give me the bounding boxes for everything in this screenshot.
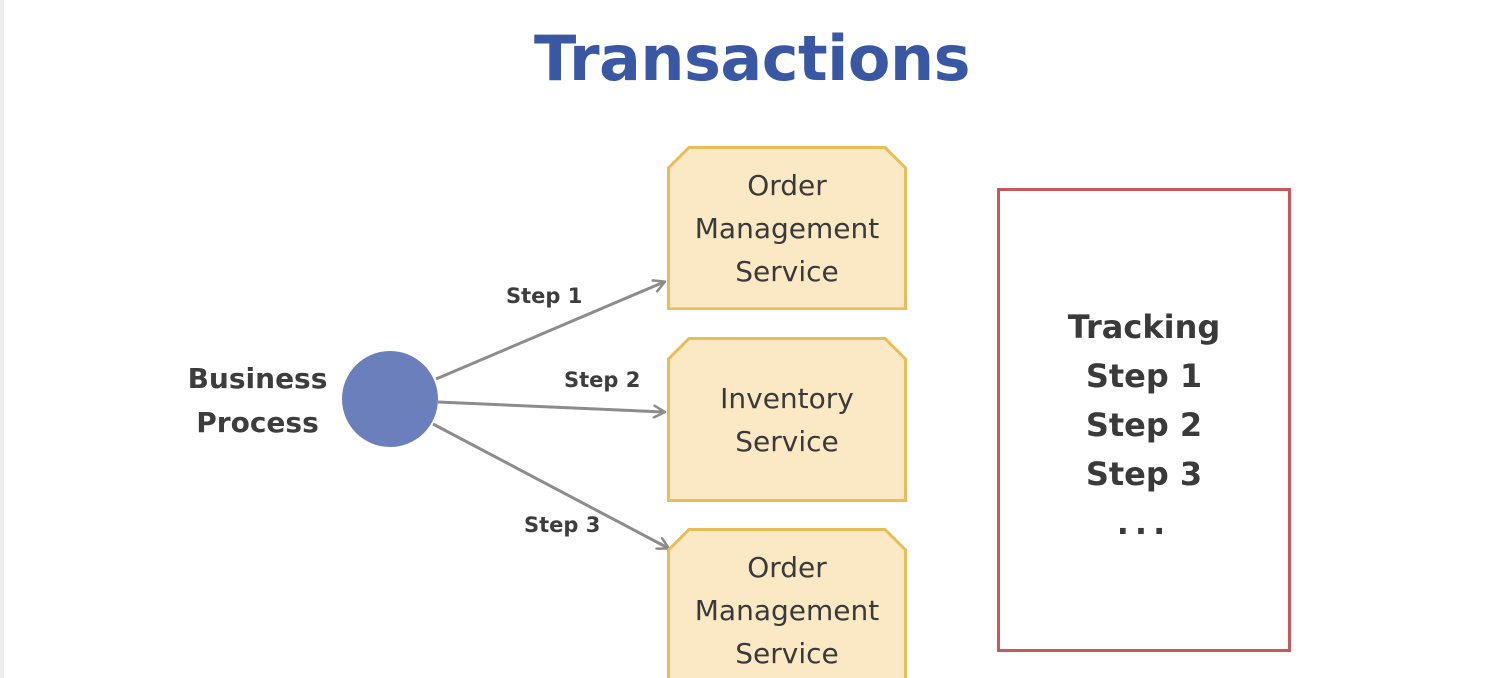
tracking-heading: Tracking (1067, 308, 1221, 346)
process-label-line1: Business (187, 362, 328, 395)
arrow-step-3 (432, 422, 668, 548)
service-1-line1: Order (747, 169, 827, 202)
service-3-shape (667, 528, 907, 678)
service-1-shape (667, 146, 907, 310)
service-3-line2: Management (694, 594, 880, 627)
step-1-label: Step 1 (506, 284, 583, 308)
process-label-line2: Process (196, 406, 319, 439)
arrow-step-1 (435, 282, 664, 381)
service-3-text: Order Management Service (667, 546, 907, 675)
tracking-more: ... (1116, 504, 1172, 542)
order-management-service-2: Order Management Service (667, 528, 907, 678)
business-process-label: Business Process (180, 357, 335, 445)
service-3-line1: Order (747, 551, 827, 584)
slide-left-edge (0, 0, 4, 678)
service-1-line2: Management (694, 212, 880, 245)
business-process-node (342, 351, 438, 447)
slide-title: Transactions (533, 22, 971, 95)
service-1-line3: Service (735, 255, 839, 288)
tracking-box: Tracking Step 1 Step 2 Step 3 ... (997, 188, 1291, 652)
step-3-label: Step 3 (524, 513, 601, 537)
tracking-item-1: Step 1 (1085, 357, 1203, 395)
tracking-list: Tracking Step 1 Step 2 Step 3 ... (1000, 303, 1288, 548)
tracking-item-3: Step 3 (1085, 455, 1203, 493)
service-3-line3: Service (735, 637, 839, 670)
service-1-text: Order Management Service (667, 164, 907, 293)
inventory-service: Inventory Service (667, 337, 907, 502)
service-2-text: Inventory Service (667, 377, 907, 463)
service-2-shape (667, 337, 907, 502)
service-2-line1: Inventory (720, 382, 854, 415)
tracking-item-2: Step 2 (1085, 406, 1203, 444)
order-management-service-1: Order Management Service (667, 146, 907, 310)
step-2-label: Step 2 (564, 368, 641, 392)
arrow-step-2 (437, 400, 664, 412)
service-2-line2: Service (735, 425, 839, 458)
